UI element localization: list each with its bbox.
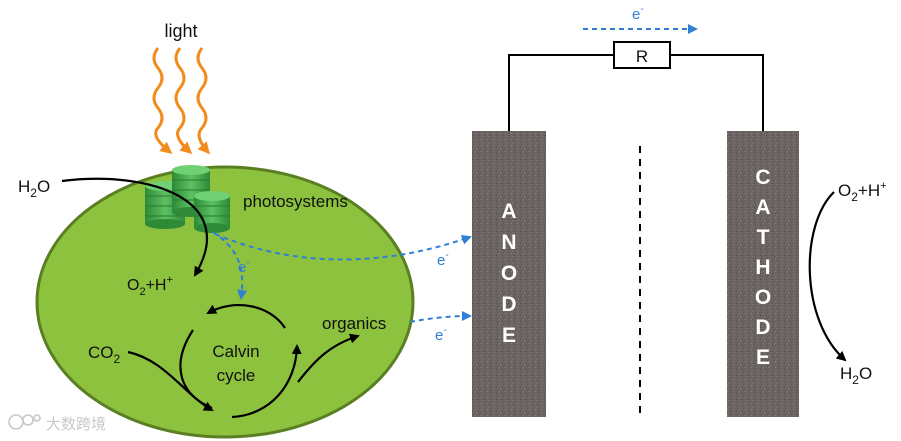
resistor-label: R [636,47,648,66]
e-anode-top-label: e- [437,250,449,269]
cathode-letter: A [755,196,770,219]
h2o-in-label: H2O [18,177,50,200]
electron-to-anode-top-arrow [214,233,472,261]
electron-to-calvin-arrow [212,231,248,300]
o2h-cathode-label: O2+H+ [838,180,887,204]
cathode-electrode [727,131,799,417]
cathode-letter: T [757,226,770,249]
co2-label: CO2 [88,343,121,366]
cathode-letter: D [755,316,770,339]
logo-icon [8,414,41,430]
cathode-letter: O [755,286,771,309]
organics-label: organics [322,314,386,333]
water-oxidation-arrow [61,177,209,277]
anode-letter: E [502,324,516,347]
electron-to-anode-bottom-arrow [409,311,472,323]
wavy-arrow-icon [152,47,210,155]
cathode-letter: H [755,256,770,279]
calvin-label-line1: Calvin [212,342,259,361]
calvin-label-line2: cycle [217,366,256,385]
co2-fixation-arrow [127,350,214,411]
anode-letter: O [501,262,517,285]
organics-arrow [297,333,360,383]
anode-letter: A [501,200,516,223]
e-cell-label: e- [238,257,250,276]
anode-letter: D [501,293,516,316]
anode-electrode [472,131,546,417]
e-anode-bottom-label: e- [435,325,447,344]
cathode-letter: C [755,166,770,189]
cell-body [35,165,415,439]
external-circuit-wire [508,54,764,131]
h2o-out-label: H2O [840,364,872,387]
oxygen-reduction-arrow [808,191,847,362]
light-label: light [164,21,197,41]
stacked-discs-icon [145,165,230,233]
photosystems-label: photosystems [243,192,348,211]
watermark-text: 大数跨境 [46,415,106,433]
resistor [613,41,671,69]
e-wire-label: e- [632,4,644,23]
anode-letter: N [501,231,516,254]
o2h-cell-label: O2+H+ [127,274,173,298]
cathode-letter: E [756,346,770,369]
